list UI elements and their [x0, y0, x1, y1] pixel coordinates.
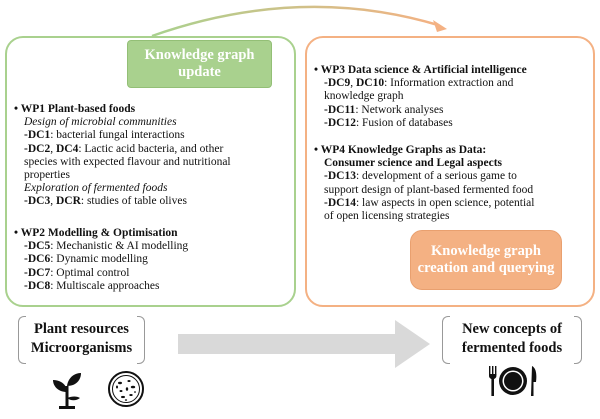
wp1-title: • WP1 Plant-based foods	[14, 103, 136, 115]
dc9-item-line2: knowledge graph	[324, 90, 404, 103]
dc14-item-line2: of open licensing strategies	[324, 210, 450, 223]
plant-icon	[53, 373, 81, 409]
knife-icon	[531, 366, 537, 396]
dc2-item-line3: properties	[24, 169, 70, 182]
dc2-item: -DC2, DC4: Lactic acid bacteria, and oth…	[24, 142, 224, 155]
wp3-title: • WP3 Data science & Artificial intellig…	[314, 64, 527, 76]
dc5-item: -DC5: Mechanistic & AI modelling	[24, 240, 189, 253]
dc9-item: -DC9, DC10: Information extraction and	[324, 77, 514, 90]
dc1-item: -DC1: bacterial fungal interactions	[24, 129, 185, 142]
wp1-subtitle-design: Design of microbial communities	[24, 116, 177, 129]
dc7-item: -DC7: Optimal control	[24, 266, 130, 279]
plate-cutlery-icon	[489, 366, 537, 396]
new-concepts-box: New concepts of fermented foods	[442, 316, 582, 364]
wp4-title: • WP4 Knowledge Graphs as Data:	[314, 144, 487, 156]
plant-resources-box: Plant resources Microorganisms	[18, 316, 145, 364]
dc8-item: -DC8: Multiscale approaches	[24, 279, 160, 292]
dc3-item: -DC3, DCR: studies of table olives	[24, 195, 187, 208]
microorganisms-label: Microorganisms	[30, 340, 133, 356]
plate-icon	[499, 367, 527, 395]
knowledge-graph-update-badge: Knowledge graph update	[127, 40, 272, 88]
wp1-section: • WP1 Plant-based foods Design of microb…	[14, 103, 231, 209]
dc6-item: -DC6: Dynamic modelling	[24, 253, 148, 266]
dc2-item-line2: species with expected flavour and nutrit…	[24, 155, 231, 168]
wp4-title-line2: Consumer science and Legal aspects	[324, 157, 503, 170]
fermented-foods-label: fermented foods	[461, 340, 563, 356]
dc11-item: -DC11: Network analyses	[324, 103, 444, 116]
wp1-subtitle-exploration: Exploration of fermented foods	[24, 182, 168, 195]
wp2-section: • WP2 Modelling & Optimisation -DC5: Mec…	[14, 227, 188, 293]
wp4-section: • WP4 Knowledge Graphs as Data: Consumer…	[314, 144, 534, 223]
feedback-curve-arrow	[151, 5, 439, 38]
knowledge-graph-creation-badge: Knowledge graph creation and querying	[410, 230, 562, 290]
fork-icon	[489, 366, 497, 396]
knowledge-graph-creation-label: Knowledge graph creation and querying	[417, 243, 555, 276]
dc12-item: -DC12: Fusion of databases	[324, 116, 453, 129]
new-concepts-label: New concepts of	[462, 321, 562, 337]
petri-dish-icon	[108, 371, 144, 407]
feedback-curve-arrowhead	[433, 20, 447, 32]
flow-arrow	[178, 320, 430, 368]
wp2-title: • WP2 Modelling & Optimisation	[14, 227, 178, 239]
plant-resources-label: Plant resources	[34, 321, 129, 337]
knowledge-graph-update-label: Knowledge graph update	[144, 47, 255, 80]
wp3-section: • WP3 Data science & Artificial intellig…	[314, 64, 527, 130]
dc13-item-line2: support design of plant-based fermented …	[324, 183, 534, 196]
dc13-item: -DC13: development of a serious game to	[324, 170, 517, 183]
dc14-item: -DC14: law aspects in open science, pote…	[324, 196, 535, 209]
